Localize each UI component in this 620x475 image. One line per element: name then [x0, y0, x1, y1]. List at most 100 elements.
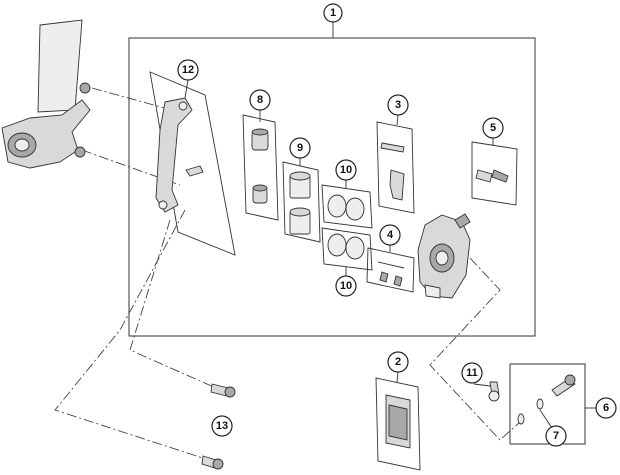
callout-3: 3 [387, 94, 409, 116]
bushing-lower-top [252, 184, 268, 192]
mounting-bolt-lower-head [212, 458, 224, 470]
bleeder-group [471, 138, 518, 206]
seal-ring [345, 197, 365, 221]
seal-ring [327, 233, 347, 257]
callout-label: 4 [387, 229, 394, 241]
callout-circle [177, 59, 199, 81]
caliper-assembly-frame [128, 37, 536, 337]
callout-label: 8 [257, 94, 263, 106]
brake-pad-group [375, 371, 421, 471]
callout-8: 8 [249, 89, 271, 111]
piston-panel [282, 161, 321, 243]
callout-label: 11 [466, 367, 478, 379]
caliper-body [417, 213, 471, 299]
callout-5: 5 [482, 117, 504, 139]
callout-10-lower: 10 [335, 275, 357, 297]
callout-circle [595, 397, 617, 419]
callout-circle [482, 117, 504, 139]
caliper-lug [424, 284, 441, 299]
hose-fitting-eye [488, 390, 500, 402]
bracket-bolt [185, 165, 204, 177]
seal-kit-group [321, 180, 373, 276]
leader-line [396, 371, 399, 383]
callout-circle [249, 89, 271, 111]
bracket-hole [178, 101, 188, 111]
callout-12: 12 [177, 59, 199, 81]
callout-circle [211, 415, 233, 437]
callout-label: 10 [340, 164, 352, 176]
fork-tube [37, 19, 83, 113]
bleeder-screw [475, 169, 493, 183]
pad-spring-group [376, 114, 415, 214]
seal-ring [327, 194, 347, 218]
callout-7: 7 [545, 425, 567, 447]
connection-line [129, 219, 226, 393]
seal-panel-upper [321, 184, 373, 229]
callout-2: 2 [387, 351, 409, 373]
seal-ring [345, 236, 365, 260]
sealing-washer [536, 398, 544, 410]
callout-circle [379, 224, 401, 246]
leader-line [473, 383, 491, 387]
piston-upper-top [289, 171, 311, 181]
callout-label: 12 [182, 64, 194, 76]
callout-circle [289, 137, 311, 159]
caliper-bracket-group [149, 71, 236, 256]
connection-line [91, 87, 191, 116]
callout-9: 9 [289, 137, 311, 159]
callout-10-upper: 10 [335, 159, 357, 181]
pin-clip [379, 271, 389, 283]
sealing-washer [517, 413, 525, 425]
hose-fitting-group [473, 381, 500, 402]
callout-circle [545, 425, 567, 447]
callout-11: 11 [461, 362, 483, 384]
callout-circle [335, 159, 357, 181]
callout-6: 6 [595, 397, 617, 419]
seal-panel-lower [321, 227, 373, 271]
connection-line [54, 209, 216, 463]
caliper-bracket [155, 97, 193, 213]
callout-label: 13 [216, 420, 228, 432]
callout-label: 1 [330, 7, 336, 19]
callout-circle [387, 94, 409, 116]
callout-circle [387, 351, 409, 373]
pin-kit-group [366, 244, 415, 293]
callout-circle [323, 3, 343, 23]
hose-kit-group [509, 363, 596, 445]
caliper-bore-inner [435, 250, 449, 266]
mount-hole-upper [79, 82, 91, 94]
fork-leg [1, 19, 91, 169]
piston-group [282, 158, 321, 243]
callout-13: 13 [211, 415, 233, 437]
connection-line [429, 257, 521, 441]
pad-spring-lower [389, 169, 405, 201]
leader-line [539, 409, 553, 429]
pad-spring-upper [380, 142, 405, 153]
hose-kit-frame [509, 363, 586, 445]
callout-label: 6 [603, 402, 609, 414]
bushing-upper-top [251, 128, 269, 136]
pin-kit-panel [366, 247, 415, 293]
banjo-bolt-head [564, 374, 576, 386]
pin-clip [393, 275, 403, 287]
callout-circle [461, 362, 483, 384]
callout-circle [335, 275, 357, 297]
piston-lower-top [289, 207, 311, 217]
caliper-pin [377, 261, 405, 269]
callout-label: 2 [395, 356, 401, 368]
callout-label: 5 [490, 122, 496, 134]
brake-pad-friction [388, 404, 408, 441]
callout-label: 7 [553, 430, 559, 442]
axle-bore-inner [14, 138, 30, 152]
leader-line [396, 114, 399, 126]
brake-pad-panel [375, 377, 421, 471]
callout-4: 4 [379, 224, 401, 246]
mounting-bolts-group [201, 383, 236, 470]
callout-label: 3 [395, 99, 401, 111]
caliper-bleeder-port [454, 213, 471, 229]
callout-label: 9 [297, 142, 303, 154]
callout-label: 10 [340, 280, 352, 292]
bleeder-cap [491, 169, 509, 183]
